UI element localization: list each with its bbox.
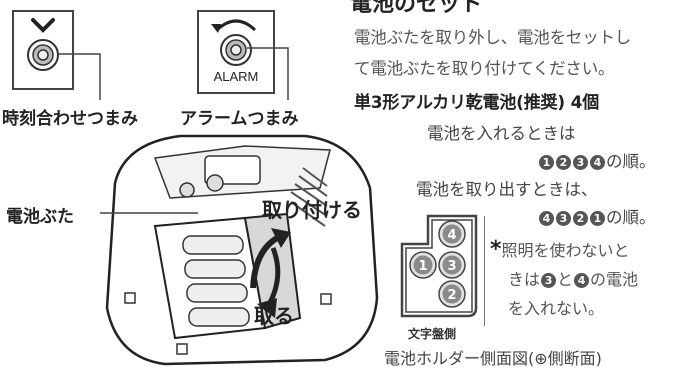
order-suffix: の順。 — [606, 208, 656, 227]
order-num: 3 — [556, 211, 571, 226]
note-text: と — [557, 270, 574, 289]
battery-spec: 単3形アルカリ乾電池(推奨) 4個 — [354, 93, 600, 113]
foot-mark — [176, 343, 188, 355]
holder-inner-outline — [405, 219, 473, 313]
note-line-3: を入れない。 — [508, 299, 605, 318]
order-num: 1 — [539, 155, 554, 170]
remove-heading: 電池を取り出すときは、 — [416, 180, 598, 199]
knob-icon — [179, 182, 195, 198]
battery-4-cell: 4 — [438, 220, 466, 248]
insert-heading: 電池を入れるときは — [427, 124, 576, 143]
cover-leader-line — [100, 212, 198, 214]
order-suffix: の順。 — [606, 152, 656, 171]
order-num: 3 — [573, 155, 588, 170]
battery-3-cell: 3 — [438, 251, 466, 279]
foot-mark — [124, 292, 136, 304]
description-line-1: 電池ぶたを取り外し、電池をセットし — [354, 28, 632, 47]
order-num: 4 — [590, 155, 605, 170]
note-line-1: 照明を使わないと — [501, 241, 630, 260]
order-num: 1 — [590, 211, 605, 226]
battery-cover-label: 電池ぶた — [6, 207, 74, 227]
foot-mark — [320, 293, 332, 305]
divider-line — [484, 216, 485, 326]
battery-cover — [243, 212, 302, 330]
alarm-knob-box: ALARM — [197, 10, 275, 94]
order-num: 4 — [574, 273, 590, 288]
time-knob-label: 時刻合わせつまみ — [2, 109, 138, 129]
order-num: 2 — [556, 155, 571, 170]
holder-caption: 電池ホルダー側面図(⊕側断面) — [384, 349, 602, 368]
alarm-knob-label: アラームつまみ — [180, 109, 299, 129]
clock-bottom-illustration — [105, 134, 379, 366]
note-text: の電池 — [590, 270, 639, 289]
dial-side-label: 文字盤側 — [408, 327, 457, 341]
description-line-2: て電池ぶたを取り付けてください。 — [354, 59, 615, 78]
time-knob-box — [12, 10, 74, 90]
battery-number: 3 — [447, 259, 456, 274]
order-num: 2 — [573, 211, 588, 226]
knob-icon — [206, 174, 224, 192]
order-num: 3 — [541, 273, 557, 288]
battery-number: 1 — [418, 259, 427, 274]
alarm-knob-icon — [211, 19, 257, 66]
remove-label: 取る — [254, 304, 294, 328]
time-knob-icon — [27, 18, 59, 71]
battery-1-cell: 1 — [409, 251, 437, 279]
remove-arrowhead-icon — [257, 298, 277, 318]
order-num: 4 — [539, 211, 554, 226]
alarm-box-text: ALARM — [213, 69, 259, 84]
attach-arrowhead-icon — [271, 228, 291, 248]
knob-leader-lines — [58, 47, 289, 100]
battery-number: 2 — [447, 288, 456, 303]
battery-holder-diagram: 4 1 3 2 — [400, 214, 478, 318]
battery-cells — [182, 235, 250, 327]
asterisk-mark: * — [490, 237, 502, 262]
speaker-grille-icon — [290, 167, 328, 227]
battery-2-cell: 2 — [438, 280, 466, 308]
note-text: きは — [508, 270, 541, 289]
attach-label: 取り付ける — [262, 198, 362, 222]
page-title: 電池のセット — [350, 0, 483, 17]
battery-number: 4 — [447, 228, 456, 243]
